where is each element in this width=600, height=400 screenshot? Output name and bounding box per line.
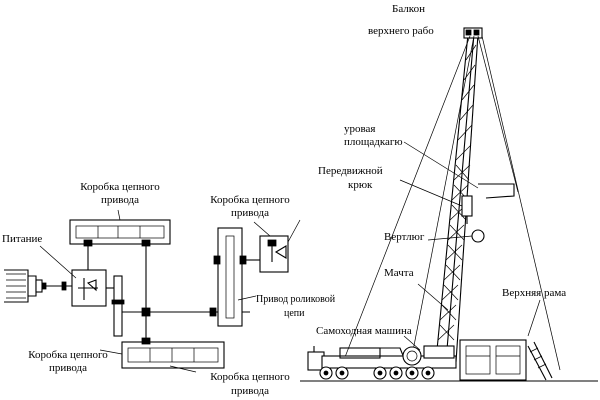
engine-icon (4, 269, 47, 303)
self-propelled-truck (307, 345, 457, 380)
roller-chain-label-1: Привод роликовой (256, 294, 336, 305)
roller-chain-label-2: цепи (284, 308, 305, 319)
swivel (427, 229, 485, 243)
top-frame-label: Верхняя рама (502, 287, 566, 299)
hook-label-2: крюк (348, 179, 373, 191)
swivel-label: Вертлюг (384, 231, 425, 243)
right-gearbox-label-1: Коробка цепного (210, 194, 290, 206)
guy-line-front (339, 35, 471, 371)
mast-label: Мачта (384, 267, 414, 279)
top-frame (459, 339, 553, 381)
right-gearbox-label-2: привода (231, 207, 269, 219)
drilling-rig (300, 27, 598, 382)
top-chain-gearbox (69, 219, 171, 247)
power-label: Питание (2, 233, 42, 245)
chain-drive-schematic (4, 209, 301, 373)
truck-label: Самоходная машина (316, 325, 412, 337)
platform-label-2: площадкагю (344, 136, 403, 148)
balcony-label-2: верхнего рабо (368, 25, 434, 37)
bottom-right-gearbox-label-2: привода (231, 385, 269, 397)
sprocket-column (113, 275, 123, 337)
roller-chain-box (213, 227, 247, 327)
right-chain-gearbox (259, 235, 289, 273)
bottom-right-gearbox-label-1: Коробка цепного (210, 371, 290, 383)
top-gearbox-label-1: Коробка цепного (80, 181, 160, 193)
derrick-platform (403, 141, 515, 199)
bottom-chain-gearbox (121, 337, 225, 369)
bottom-left-gearbox-label-2: привода (49, 362, 87, 374)
hook-label-1: Передвижной (318, 165, 383, 177)
bottom-left-gearbox-label-1: Коробка цепного (28, 349, 108, 361)
balcony-label-1: Балкон (392, 3, 425, 15)
top-gearbox-label-2: привода (101, 194, 139, 206)
guy-line-back (477, 35, 519, 193)
traveling-hook (399, 179, 473, 224)
crown-block (463, 27, 483, 39)
platform-label-1: уровая (344, 123, 376, 135)
